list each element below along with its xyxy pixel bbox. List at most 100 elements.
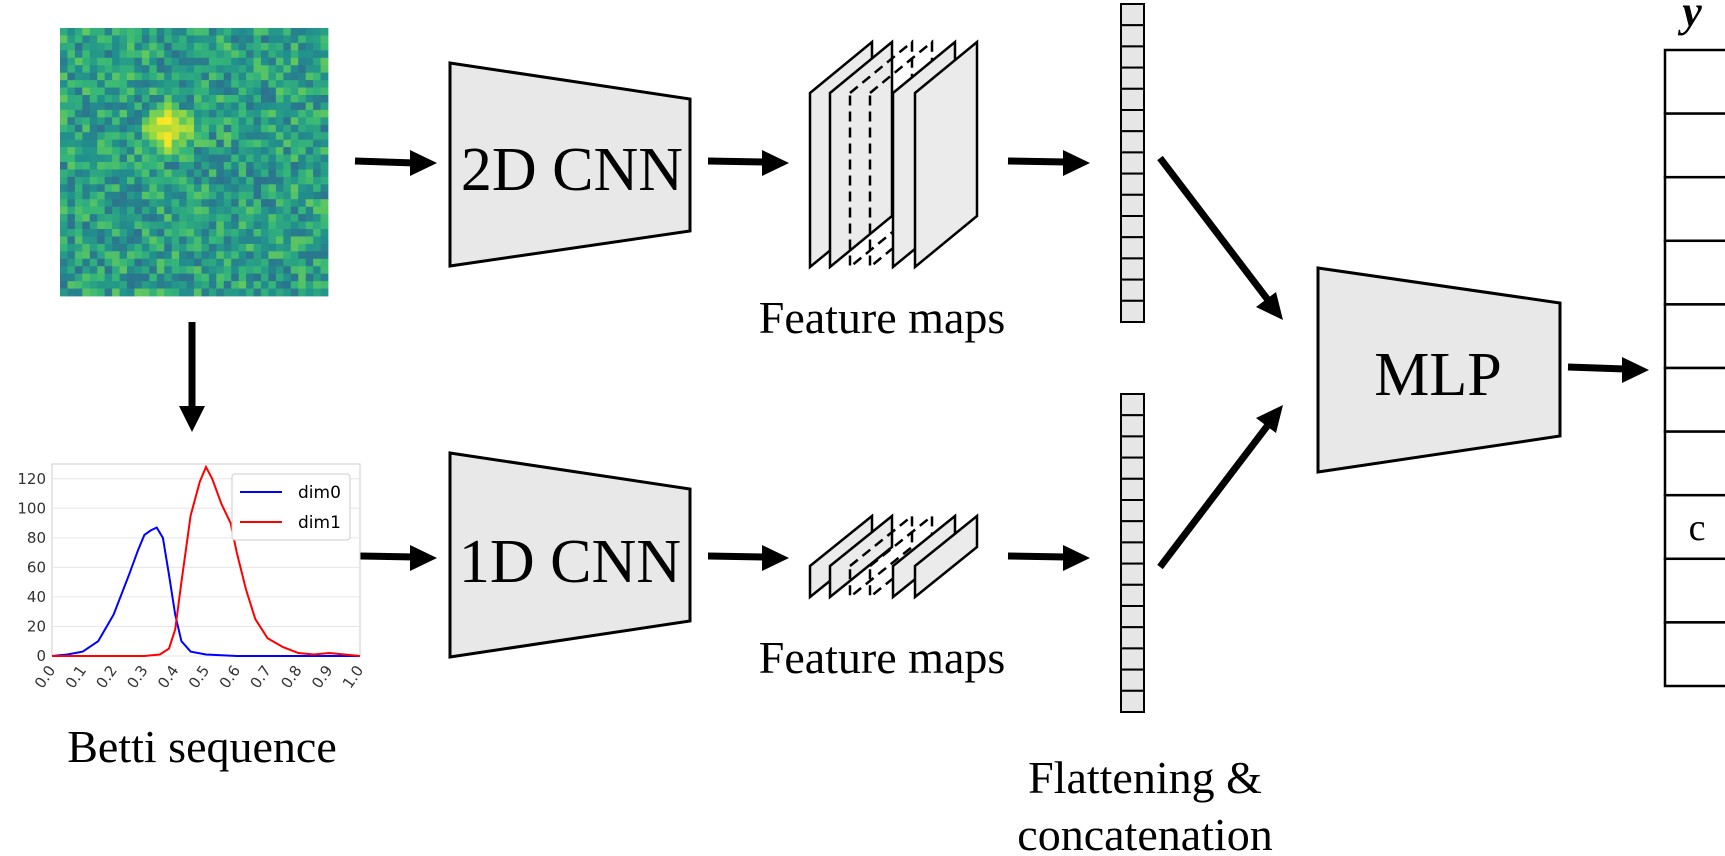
- heatmap-pixel: [253, 124, 262, 133]
- heatmap-pixel: [320, 72, 329, 81]
- heatmap-pixel: [186, 147, 195, 155]
- heatmap-pixel: [164, 95, 173, 103]
- heatmap-pixel: [246, 162, 254, 170]
- heatmap-pixel: [216, 266, 225, 275]
- heatmap-pixel: [127, 236, 135, 245]
- heatmap-pixel: [97, 214, 106, 222]
- heatmap-pixel: [298, 80, 307, 88]
- heatmap-pixel: [253, 139, 262, 148]
- heatmap-pixel: [223, 117, 232, 126]
- heatmap-pixel: [186, 162, 195, 170]
- heatmap-pixel: [208, 266, 217, 275]
- heatmap-pixel: [112, 281, 120, 289]
- heatmap-pixel: [74, 42, 83, 51]
- heatmap-pixel: [67, 162, 76, 170]
- heatmap-pixel: [290, 80, 299, 88]
- heatmap-pixel: [298, 117, 307, 126]
- heatmap-pixel: [67, 154, 76, 163]
- heatmap-pixel: [275, 288, 284, 297]
- heatmap-pixel: [164, 139, 173, 148]
- heatmap-pixel: [320, 206, 329, 215]
- heatmap-pixel: [104, 65, 113, 74]
- heatmap-pixel: [246, 87, 254, 96]
- heatmap-pixel: [253, 42, 262, 51]
- vector-cell: [1120, 583, 1145, 607]
- heatmap-pixel: [164, 50, 173, 59]
- heatmap-pixel: [305, 80, 314, 88]
- heatmap-pixel: [156, 65, 165, 74]
- heatmap-pixel: [313, 124, 321, 133]
- heatmap-pixel: [186, 176, 195, 185]
- heatmap-pixel: [246, 102, 254, 111]
- heatmap-pixel: [127, 243, 135, 252]
- heatmap-pixel: [141, 50, 150, 59]
- heatmap-pixel: [216, 273, 225, 282]
- heatmap-pixel: [283, 169, 292, 178]
- heatmap-pixel: [305, 229, 314, 237]
- heatmap-pixel: [253, 236, 262, 245]
- heatmap-pixel: [275, 50, 284, 59]
- heatmap-pixel: [112, 221, 120, 230]
- heatmap-pixel: [74, 28, 83, 36]
- heatmap-pixel: [74, 35, 83, 44]
- heatmap-pixel: [149, 288, 158, 297]
- series-line-dim1: [52, 464, 361, 657]
- heatmap-pixel: [275, 191, 284, 200]
- heatmap-pixel: [82, 57, 91, 66]
- heatmap-pixel: [186, 42, 195, 51]
- legend-label-dim1: dim1: [298, 513, 341, 533]
- heatmap-pixel: [164, 288, 173, 297]
- heatmap-pixel: [290, 206, 299, 215]
- heatmap-pixel: [194, 176, 202, 185]
- heatmap-pixel: [60, 288, 68, 297]
- heatmap-pixel: [186, 236, 195, 245]
- heatmap-pixel: [171, 243, 180, 252]
- heatmap-pixel: [171, 80, 180, 88]
- heatmap-pixel: [97, 132, 106, 141]
- heatmap-pixel: [298, 243, 307, 252]
- heatmap-pixel: [127, 273, 135, 282]
- heatmap-pixel: [97, 273, 106, 282]
- vector-cell: [1120, 520, 1145, 544]
- heatmap-pixel: [268, 147, 277, 155]
- heatmap-pixel: [82, 221, 91, 230]
- heatmap-pixel: [208, 87, 217, 96]
- heatmap-pixel: [164, 132, 173, 141]
- heatmap-pixel: [313, 109, 321, 118]
- heatmap-pixel: [134, 243, 143, 252]
- heatmap-pixel: [268, 65, 277, 74]
- heatmap-pixel: [127, 221, 135, 230]
- heatmap-pixel: [290, 57, 299, 66]
- heatmap-pixel: [82, 147, 91, 155]
- heatmap-pixel: [305, 109, 314, 118]
- heatmap-pixel: [305, 214, 314, 222]
- heatmap-pixel: [194, 50, 202, 59]
- heatmap-pixel: [74, 266, 83, 275]
- heatmap-pixel: [268, 236, 277, 245]
- heatmap-pixel: [141, 206, 150, 215]
- heatmap-pixel: [320, 288, 329, 297]
- heatmap-pixel: [253, 273, 262, 282]
- heatmap-pixel: [268, 221, 277, 230]
- heatmap-pixel: [149, 35, 158, 44]
- vector-cell: [1120, 414, 1145, 438]
- heatmap-pixel: [164, 206, 173, 215]
- heatmap-pixel: [253, 229, 262, 237]
- heatmap-pixel: [305, 169, 314, 178]
- heatmap-pixel: [134, 147, 143, 155]
- heatmap-pixel: [82, 176, 91, 185]
- heatmap-pixel: [290, 236, 299, 245]
- heatmap-pixel: [216, 109, 225, 118]
- heatmap-pixel: [208, 169, 217, 178]
- heatmap-pixel: [223, 72, 232, 81]
- vector-cell: [1120, 215, 1145, 239]
- heatmap-pixel: [313, 191, 321, 200]
- chart-ytick-label: 80: [27, 529, 46, 547]
- heatmap-pixel: [119, 102, 128, 111]
- heatmap-pixel: [194, 147, 202, 155]
- heatmap-pixel: [201, 65, 210, 74]
- heatmap-pixel: [238, 154, 247, 163]
- heatmap-pixel: [201, 251, 210, 260]
- arrow-image-to-2dcnn: [354, 150, 437, 176]
